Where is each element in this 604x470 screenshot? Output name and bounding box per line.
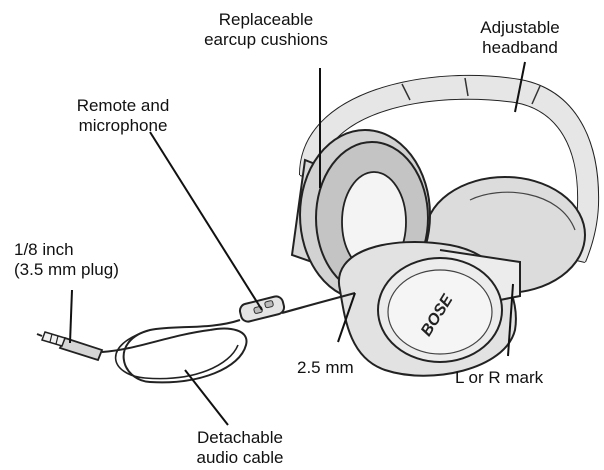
leader-headband <box>514 61 526 113</box>
label-lr-mark: L or R mark <box>455 368 544 387</box>
leader-cable <box>184 369 229 426</box>
leader-jack <box>337 292 356 343</box>
label-plug: 1/8 inch (3.5 mm plug) <box>14 240 119 279</box>
label-jack: 2.5 mm <box>297 358 354 377</box>
audio-cable <box>281 291 356 315</box>
label-headband: Adjustable headband <box>480 18 560 57</box>
audio-plug <box>36 331 104 362</box>
leader-remote <box>149 131 263 311</box>
leader-lr-mark <box>507 283 514 357</box>
leader-plug <box>69 289 73 344</box>
label-audio-cable: Detachable audio cable <box>196 428 284 467</box>
label-remote-microphone: Remote and microphone <box>76 96 170 135</box>
label-earcup-cushions: Replaceable earcup cushions <box>204 10 328 49</box>
